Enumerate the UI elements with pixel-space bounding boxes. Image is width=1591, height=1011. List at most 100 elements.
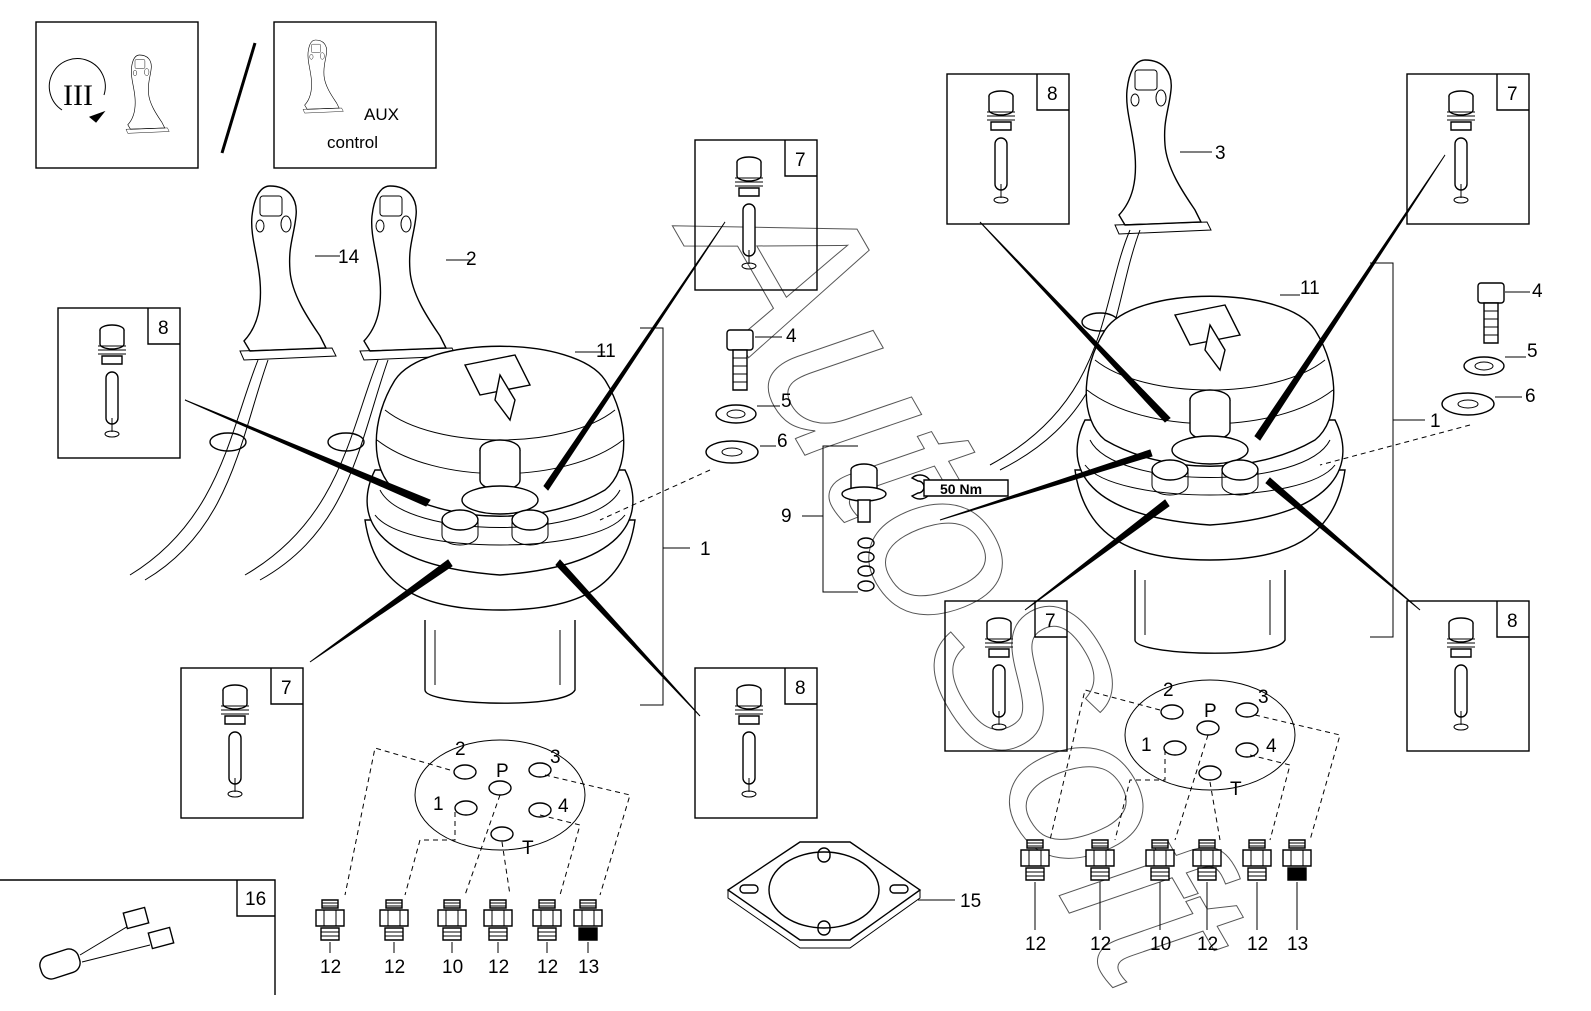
fitting-12: 12 — [379, 899, 409, 978]
detail-box-7: 7 — [944, 600, 1068, 752]
fitting-number: 10 — [442, 957, 463, 978]
port-3: 3 — [550, 747, 561, 768]
legend-aux: AUX — [364, 105, 399, 124]
screw-4-right — [1477, 282, 1505, 344]
detail-box-7: 7 — [694, 139, 818, 291]
callout-4-right: 4 — [1532, 281, 1543, 302]
legend-box-left: III — [35, 21, 199, 169]
callout-14: 14 — [338, 247, 360, 268]
fitting-12: 12 — [532, 899, 562, 978]
detail-box-8: 8 — [946, 73, 1070, 225]
detail-box-8: 8 — [694, 667, 818, 819]
fitting-number: 12 — [320, 957, 341, 978]
washer-5 — [715, 404, 757, 424]
callout-5: 5 — [781, 391, 792, 412]
callout-16: 16 — [245, 889, 266, 910]
port-4: 4 — [558, 796, 569, 817]
fitting-number: 12 — [488, 957, 509, 978]
torque-label: 50 Nm — [940, 481, 982, 497]
valve-cartridge — [97, 324, 127, 438]
port-pattern-left: 2 P 3 1 4 T — [344, 739, 631, 896]
fitting-12: 12 — [483, 899, 513, 978]
fitting-12: 12 — [1242, 839, 1272, 955]
rotation-arrow-icon — [48, 58, 106, 111]
fitting-number: 12 — [1247, 934, 1268, 955]
port-1-right: 1 — [1141, 735, 1152, 756]
port-p-right: P — [1204, 701, 1217, 722]
fitting-12: 12 — [1192, 839, 1222, 955]
port-4-right: 4 — [1266, 736, 1277, 757]
fitting-12: 12 — [1085, 839, 1115, 955]
flange-15 — [726, 841, 922, 949]
fitting-number: 12 — [1025, 934, 1046, 955]
port-3-right: 3 — [1258, 687, 1269, 708]
detail-box-number: 8 — [795, 678, 806, 699]
valve-cartridge — [1446, 617, 1476, 731]
fitting-12: 12 — [315, 899, 345, 978]
washer-5-right — [1463, 356, 1505, 376]
detail-box-7: 7 — [180, 667, 304, 819]
fitting-10: 10 — [1145, 839, 1175, 955]
kit-9-valve — [841, 463, 887, 592]
detail-box-number: 8 — [1047, 84, 1058, 105]
legend-box-right: AUX control — [273, 21, 437, 169]
fitting-13: 13 — [573, 899, 603, 978]
valve-cartridge — [1446, 90, 1476, 204]
callout-5-right: 5 — [1527, 341, 1538, 362]
callout-2: 2 — [466, 249, 477, 270]
callout-1-right: 1 — [1430, 411, 1441, 432]
fitting-number: 12 — [1090, 934, 1111, 955]
callout-4: 4 — [786, 326, 797, 347]
fitting-13: 13 — [1282, 839, 1312, 955]
valve-cartridge — [734, 684, 764, 798]
handle-2 — [359, 185, 457, 361]
port-2: 2 — [455, 739, 466, 760]
port-t: T — [522, 838, 534, 859]
joystick-handle-icon — [125, 54, 170, 134]
valve-cartridge — [220, 684, 250, 798]
divider-slash — [220, 42, 257, 154]
fitting-number: 13 — [578, 957, 599, 978]
wrench-icon — [910, 474, 1009, 500]
legend-control: control — [327, 133, 378, 152]
detail-box-number: 7 — [1507, 84, 1518, 105]
port-1: 1 — [433, 794, 444, 815]
detail-box-8: 8 — [57, 307, 181, 459]
callout-15: 15 — [960, 891, 981, 912]
detail-box-number: 7 — [281, 678, 292, 699]
fitting-10: 10 — [437, 899, 467, 978]
fitting-number: 12 — [1197, 934, 1218, 955]
joystick-handle-icon — [302, 39, 344, 114]
detail-box-number: 7 — [795, 150, 806, 171]
callout-6: 6 — [777, 431, 788, 452]
legend-symbol: III — [63, 79, 93, 112]
callout-1: 1 — [700, 539, 711, 560]
detail-box-number: 7 — [1045, 611, 1056, 632]
detail-box-number: 8 — [158, 318, 169, 339]
detail-box-number: 8 — [1507, 611, 1518, 632]
harness-box-16: 16 — [0, 879, 276, 995]
port-2-right: 2 — [1163, 680, 1174, 701]
fitting-number: 10 — [1150, 934, 1171, 955]
fitting-number: 13 — [1287, 934, 1308, 955]
screw-4 — [726, 329, 754, 391]
callout-11-right: 11 — [1300, 278, 1320, 299]
callout-11: 11 — [596, 341, 616, 362]
washer-6 — [705, 440, 759, 464]
port-t-right: T — [1230, 779, 1242, 800]
detail-box-8: 8 — [1406, 600, 1530, 752]
port-p: P — [496, 761, 509, 782]
handle-14 — [239, 185, 337, 361]
fitting-12: 12 — [1020, 839, 1050, 955]
joystick-assembly-left — [364, 345, 636, 704]
fitting-number: 12 — [384, 957, 405, 978]
port-pattern-right: 2 P 3 1 4 T — [1049, 679, 1341, 841]
valve-cartridge — [986, 90, 1016, 204]
callout-9: 9 — [781, 506, 792, 527]
washer-6-right — [1441, 392, 1495, 416]
fitting-number: 12 — [537, 957, 558, 978]
handle-3 — [1114, 59, 1212, 235]
callout-3: 3 — [1215, 143, 1226, 164]
callout-6-right: 6 — [1525, 386, 1536, 407]
